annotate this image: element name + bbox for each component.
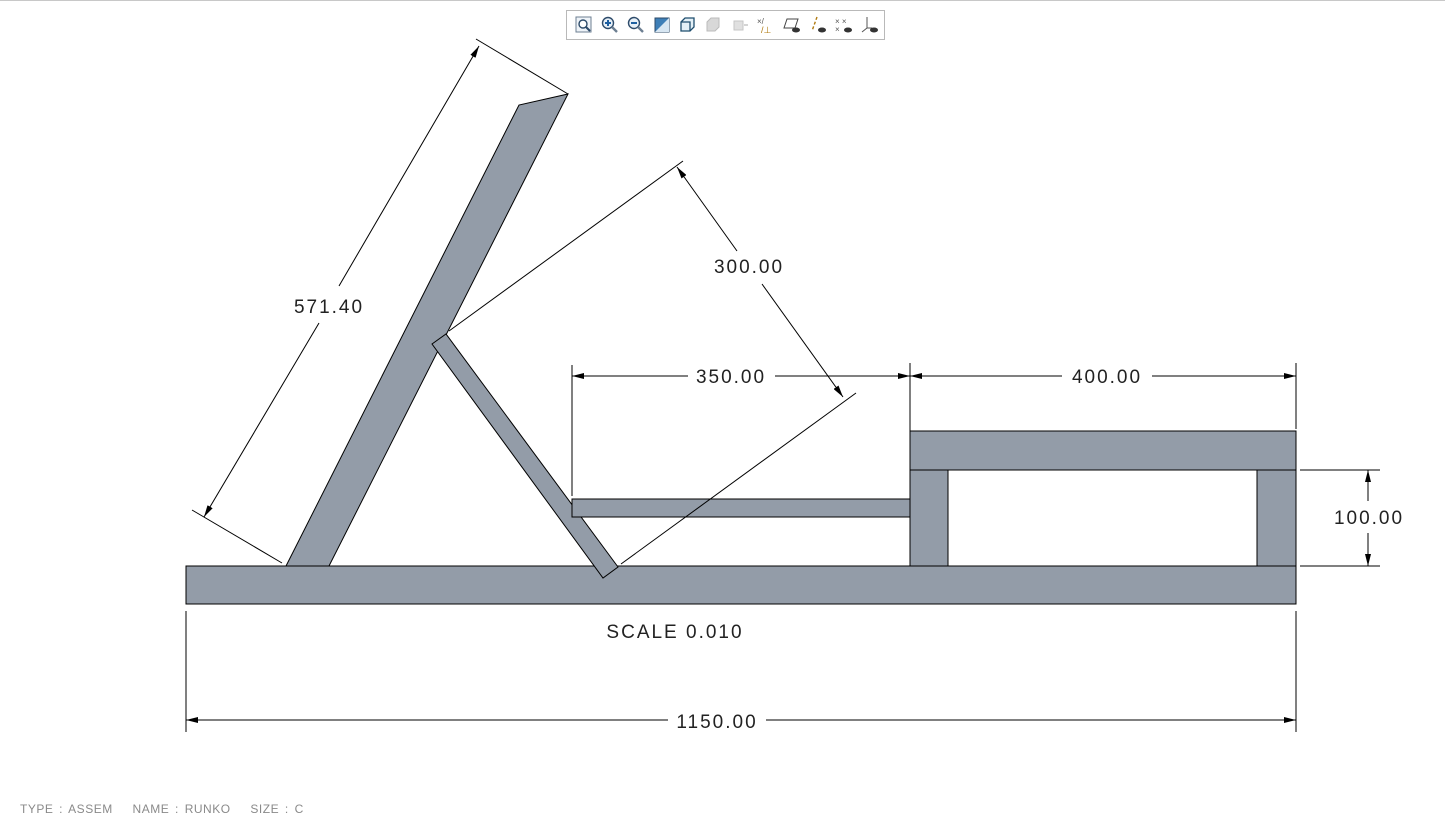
plane-display-button[interactable] <box>779 13 805 37</box>
dimension-box-height-label[interactable]: 100.00 <box>1334 508 1404 529</box>
dimension-seat-gap-label[interactable]: 350.00 <box>696 367 766 388</box>
svg-text:/⊥: /⊥ <box>761 25 772 35</box>
seat-rail[interactable] <box>571 498 911 518</box>
named-view-icon <box>733 20 748 31</box>
brace-bar[interactable] <box>431 333 619 579</box>
model-name: NAME : RUNKO <box>132 802 231 816</box>
base-bar[interactable] <box>185 565 1297 605</box>
plane-display-icon <box>783 18 800 33</box>
zoom-out-icon <box>627 16 644 33</box>
dimension-box-width[interactable] <box>910 363 1297 429</box>
zoom-in-icon <box>601 16 618 33</box>
display-style-icon <box>680 17 695 32</box>
dimension-box-height[interactable] <box>1300 469 1380 567</box>
scale-label: SCALE 0.010 <box>606 622 743 643</box>
zoom-in-button[interactable] <box>597 13 623 37</box>
refit-button[interactable] <box>571 13 597 37</box>
csys-display-button[interactable] <box>857 13 883 37</box>
refit-icon <box>575 16 592 33</box>
dimension-brace-length-label[interactable]: 300.00 <box>714 257 784 278</box>
dimension-box-width-label[interactable]: 400.00 <box>1072 367 1142 388</box>
display-style-button[interactable] <box>675 13 701 37</box>
drawing-info-bar: TYPE : ASSEM NAME : RUNKO SIZE : C <box>20 802 318 816</box>
datum-display-icon: ×//⊥ <box>757 17 772 35</box>
point-display-button[interactable]: × ×× <box>831 13 857 37</box>
csys-display-icon <box>861 17 878 33</box>
axis-display-button[interactable] <box>805 13 831 37</box>
datum-display-button[interactable]: ×//⊥ <box>753 13 779 37</box>
dimension-back-length-label[interactable]: 571.40 <box>294 297 364 318</box>
dimension-total-length[interactable] <box>185 611 1297 732</box>
zoom-out-button[interactable] <box>623 13 649 37</box>
model-type: TYPE : ASSEM <box>20 802 113 816</box>
backrest-bar[interactable] <box>285 93 569 567</box>
repaint-icon <box>654 17 670 33</box>
box-top-bar[interactable] <box>909 430 1297 471</box>
dimension-back-length[interactable] <box>191 38 569 564</box>
sheet-size: SIZE : C <box>250 802 304 816</box>
axis-display-icon <box>811 16 826 33</box>
named-view-button[interactable] <box>727 13 753 37</box>
saved-views-icon <box>706 17 720 32</box>
box-right-leg[interactable] <box>1256 469 1297 567</box>
dimension-total-length-label[interactable]: 1150.00 <box>676 712 757 733</box>
point-display-icon: × ×× <box>835 17 852 34</box>
saved-views-button[interactable] <box>701 13 727 37</box>
svg-text:× ×: × × <box>835 17 847 26</box>
repaint-button[interactable] <box>649 13 675 37</box>
dimension-brace-length[interactable] <box>448 160 857 565</box>
svg-text:×/: ×/ <box>757 17 765 26</box>
view-toolbar: ×//⊥ × ×× <box>566 10 885 40</box>
box-left-leg[interactable] <box>909 469 949 567</box>
svg-text:×: × <box>835 25 840 34</box>
